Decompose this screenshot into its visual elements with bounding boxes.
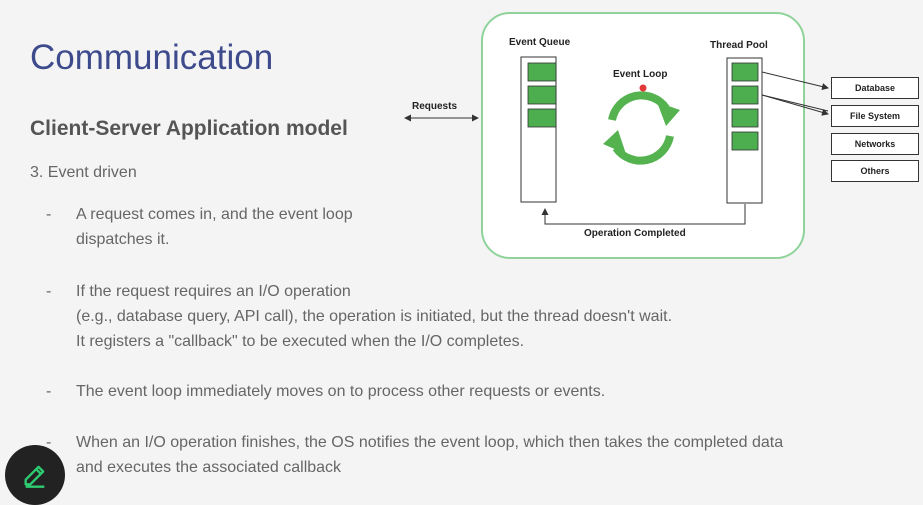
bullet-line: The event loop immediately moves on to p… <box>76 383 606 400</box>
bullet-line: If the request requires an I/O operation <box>76 283 351 300</box>
event-queue-label: Event Queue <box>509 37 571 48</box>
pencil-icon <box>24 465 45 488</box>
resource-database: Database <box>831 77 919 99</box>
thread-block <box>731 85 759 105</box>
slide-title: Communication <box>30 38 274 77</box>
thread-pool-column <box>726 57 763 204</box>
thread-pool-label: Thread Pool <box>710 40 768 51</box>
event-loop-label: Event Loop <box>613 69 668 80</box>
resource-file-system: File System <box>831 105 919 127</box>
queue-block <box>527 85 557 105</box>
diagram-graphics <box>404 12 829 259</box>
event-loop-diagram: Event Queue Thread Pool Event Loop Reque… <box>400 10 919 260</box>
queue-block <box>527 108 557 128</box>
bullet-line: It registers a "callback" to be executed… <box>76 333 525 350</box>
slide-subtitle: Client-Server Application model <box>30 117 348 140</box>
bullet-dash: - <box>46 283 52 300</box>
thread-block <box>731 131 759 151</box>
resource-arrow <box>761 94 829 112</box>
resource-arrow <box>761 71 829 90</box>
bullet-dash: - <box>46 206 52 223</box>
resource-others: Others <box>831 160 919 182</box>
bullet-line: (e.g., database query, API call), the op… <box>76 308 673 325</box>
queue-block <box>527 62 557 82</box>
bullet-line: When an I/O operation finishes, the OS n… <box>76 434 784 451</box>
bullet-dash: - <box>46 383 52 400</box>
operation-completed-arrow <box>541 204 746 225</box>
section-heading: 3. Event driven <box>30 164 137 181</box>
bullet-dash: - <box>46 434 52 451</box>
thread-block <box>731 62 759 82</box>
operation-completed-label: Operation Completed <box>584 228 686 239</box>
diagram-frame <box>481 12 805 259</box>
thread-block <box>731 108 759 128</box>
requests-label: Requests <box>412 101 458 112</box>
resource-networks: Networks <box>831 133 919 155</box>
edit-button[interactable] <box>5 445 65 505</box>
bullet-line: dispatches it. <box>76 231 170 248</box>
bullet-line: and executes the associated callback <box>76 459 342 476</box>
bullet-line: A request comes in, and the event loop <box>76 206 353 223</box>
loop-arrows-icon <box>603 84 680 165</box>
